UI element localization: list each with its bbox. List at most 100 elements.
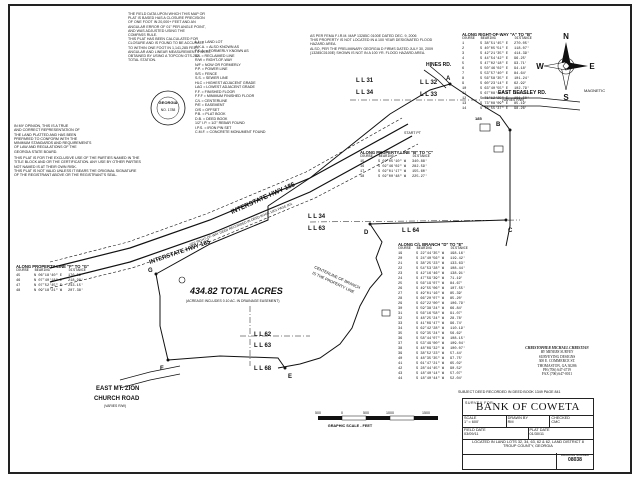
scale-tick-4: 1500 [422, 411, 430, 415]
interstate-label-1: INTERSTATE HWY 185 [230, 181, 297, 216]
north-arrow-icon [543, 42, 588, 91]
seal-number: NO. 1788 [161, 108, 176, 112]
mt-zion-label: EAST MT. ZION [96, 386, 139, 392]
land-lot-34-south: L L 34 [308, 214, 326, 220]
title-block-location: LOCATED IN LAND LOTS 32, 34, 63, 62 & 62… [463, 439, 593, 455]
subject-deed-note: SUBJECT DEED RECORDED IN DEED BOOK 1349 … [458, 390, 561, 394]
total-acres-label: 434.82 TOTAL ACRES [189, 286, 283, 296]
scale-tick-0: 500 [315, 411, 321, 415]
point-a: A [446, 76, 451, 82]
table-row-a-to-b: ALONG RIGHT-OF-WAY "A" TO "B" COURSE BEA… [462, 32, 537, 112]
land-lot-64: L L 64 [402, 228, 420, 234]
plat-drawing: INTERSTATE HWY 185 INTERSTATE HWY 185 SE… [49, 32, 605, 428]
land-lot-62: L L 62 [254, 332, 272, 338]
land-lot-63-north: L L 63 [308, 226, 326, 232]
east-beasley-road-sub: (VARIES R/W) [502, 98, 524, 102]
seal-state: GEORGIA [159, 100, 178, 105]
graphic-scale [318, 415, 438, 421]
survey-plat-sheet: INTERSTATE HWY 185 INTERSTATE HWY 185 SE… [8, 4, 632, 474]
point-c: C [508, 228, 513, 234]
table-property-f-to-g: ALONG PROPERTY LINE "F" TO "G" COURSE BE… [16, 264, 89, 293]
drawing-number: DRAWING NUMBER 08038 [556, 453, 593, 469]
land-lot-31: L L 31 [356, 78, 374, 84]
scale-tick-3: 1000 [386, 411, 394, 415]
east-beasley-road-label: EAST BEASLEY RD. [498, 90, 547, 96]
point-d: D [364, 230, 369, 236]
corner-markers [154, 82, 512, 370]
scale-tick-1: 0 [341, 411, 343, 415]
point-g: G [148, 268, 153, 274]
exclusive-use-note: THIS PLAT IS FOR THE EXCLUSIVE USE OF TH… [14, 156, 141, 178]
land-lot-33: L L 33 [420, 92, 438, 98]
church-road-sub: (VARIES R/W) [104, 404, 126, 408]
local-roads [119, 65, 581, 389]
table-branch-d-to-e: ALONG C/L BRANCH "D" TO "E" COURSE BEARI… [398, 242, 473, 382]
compass-w: W [536, 62, 544, 71]
compass-e: E [589, 62, 595, 71]
point-e: E [288, 374, 292, 380]
scale-label: GRAPHIC SCALE - FEET [328, 424, 373, 428]
hines-road-label: HINES RD. [426, 62, 452, 68]
highway-tag: 185 [475, 116, 482, 121]
compass-magnetic: MAGNETIC [584, 88, 605, 93]
land-lot-32-north: L L 32 [420, 80, 438, 86]
surveyor-seal-icon [150, 90, 186, 126]
point-f: F [160, 366, 164, 372]
compass-s: S [563, 93, 569, 102]
compass-n: N [563, 32, 569, 41]
point-b: B [496, 122, 501, 128]
land-lot-68: L L 68 [254, 366, 272, 372]
land-lot-34-north: L L 34 [356, 90, 374, 96]
client-name: SURVEY FOR: BANK OF COWETA [463, 399, 593, 416]
surveyor-block: CHRISTOPHER MICHAEL CHRISTIAN BY MEYERS … [525, 346, 589, 377]
start-point-label: START PT [404, 131, 422, 135]
interstate-highway [49, 117, 419, 289]
